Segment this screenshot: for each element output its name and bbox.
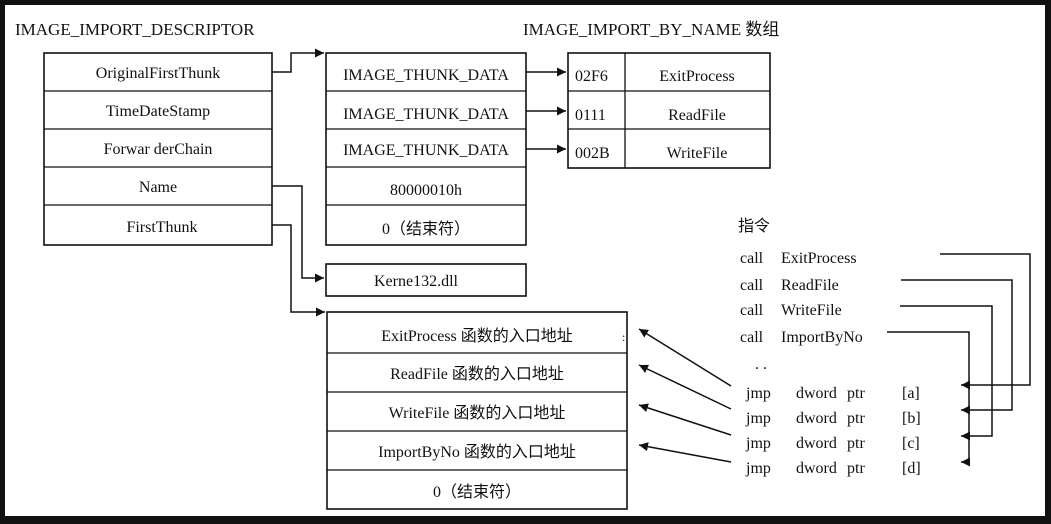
iat-entry: ExitProcess 函数的入口地址 bbox=[381, 327, 573, 345]
call-op: call bbox=[740, 329, 764, 346]
iat-entry: WriteFile 函数的入口地址 bbox=[389, 404, 566, 422]
thunk-cell: IMAGE_THUNK_DATA bbox=[343, 106, 509, 123]
ellipsis: . . bbox=[755, 356, 767, 373]
jmp-op: jmp bbox=[745, 460, 771, 477]
descriptor-table: OriginalFirstThunk TimeDateStamp Forwar … bbox=[43, 52, 273, 246]
iat-entry: ImportByNo 函数的入口地址 bbox=[378, 443, 576, 461]
field-name: Name bbox=[139, 179, 177, 196]
dll-name: Kerne132.dll bbox=[374, 273, 459, 290]
field-original-first-thunk: OriginalFirstThunk bbox=[96, 65, 220, 82]
call-op: call bbox=[740, 302, 764, 319]
jmp-op: jmp bbox=[745, 435, 771, 452]
arrow-name-to-dll bbox=[272, 185, 324, 283]
call-target: ImportByNo bbox=[781, 329, 863, 346]
arrow-jmp-to-iat bbox=[638, 364, 732, 410]
instructions-title: 指令 bbox=[738, 217, 770, 235]
jmp-ref: [c] bbox=[902, 435, 920, 452]
instructions: 指令 call ExitProcess call ReadFile call W… bbox=[738, 217, 921, 477]
jmp-ptr: ptr bbox=[847, 460, 865, 477]
thunk-cell: IMAGE_THUNK_DATA bbox=[343, 67, 509, 84]
thunk-terminator-cell: 0（结束符） bbox=[382, 220, 470, 238]
jmp-ref: [a] bbox=[902, 385, 920, 402]
call-target: ExitProcess bbox=[781, 250, 857, 267]
call-target: WriteFile bbox=[781, 302, 842, 319]
jmp-size: dword bbox=[796, 435, 837, 452]
arrow-original-first-thunk bbox=[272, 48, 324, 73]
import-table-diagram: IMAGE_IMPORT_DESCRIPTOR OriginalFirstThu… bbox=[15, 20, 1031, 510]
arrow-first-thunk-to-iat bbox=[272, 224, 325, 317]
import-name: ReadFile bbox=[668, 107, 726, 124]
iat-edge-mark: : bbox=[622, 330, 625, 344]
thunk-cell: IMAGE_THUNK_DATA bbox=[343, 142, 509, 159]
by-name-title: IMAGE_IMPORT_BY_NAME 数组 bbox=[523, 20, 779, 39]
jmp-ref: [d] bbox=[902, 460, 921, 477]
jmp-size: dword bbox=[796, 410, 837, 427]
dll-name-box: Kerne132.dll bbox=[325, 263, 527, 297]
by-name-box bbox=[567, 52, 771, 169]
iat-terminator: 0（结束符） bbox=[433, 483, 521, 501]
arrow-jmp-to-iat bbox=[638, 328, 732, 387]
arrow-jmp-to-iat bbox=[638, 403, 732, 436]
field-time-date-stamp: TimeDateStamp bbox=[106, 103, 210, 120]
hint-value: 0111 bbox=[575, 107, 606, 124]
diagram-frame: IMAGE_IMPORT_DESCRIPTOR OriginalFirstThu… bbox=[5, 5, 1045, 516]
jmp-op: jmp bbox=[745, 385, 771, 402]
arrow-call-to-jmp bbox=[940, 253, 1031, 390]
by-name-table: 02F6 ExitProcess 0111 ReadFile 002B Writ… bbox=[567, 52, 771, 169]
jmp-size: dword bbox=[796, 460, 837, 477]
field-first-thunk: FirstThunk bbox=[126, 219, 197, 236]
arrow-call-to-jmp bbox=[901, 279, 1013, 415]
iat-entry: ReadFile 函数的入口地址 bbox=[390, 365, 564, 383]
arrow-jmp-to-iat bbox=[638, 442, 732, 463]
thunk-ordinal-cell: 80000010h bbox=[390, 182, 462, 199]
jmp-ptr: ptr bbox=[847, 385, 865, 402]
field-forwarder-chain: Forwar derChain bbox=[104, 141, 213, 158]
connectors bbox=[272, 48, 1031, 467]
jmp-op: jmp bbox=[745, 410, 771, 427]
jmp-ptr: ptr bbox=[847, 435, 865, 452]
jmp-ref: [b] bbox=[902, 410, 921, 427]
arrow-call-to-jmp bbox=[887, 331, 970, 467]
arrow-call-to-jmp bbox=[900, 305, 993, 441]
import-name: WriteFile bbox=[667, 145, 728, 162]
descriptor-box bbox=[43, 52, 273, 246]
call-target: ReadFile bbox=[781, 277, 839, 294]
import-name: ExitProcess bbox=[659, 68, 735, 85]
hint-value: 002B bbox=[575, 145, 610, 162]
call-op: call bbox=[740, 277, 764, 294]
descriptor-title: IMAGE_IMPORT_DESCRIPTOR bbox=[15, 20, 255, 39]
iat-table: ExitProcess 函数的入口地址 ReadFile 函数的入口地址 Wri… bbox=[326, 311, 628, 510]
thunk-data-box bbox=[325, 52, 527, 246]
hint-value: 02F6 bbox=[575, 68, 608, 85]
call-op: call bbox=[740, 250, 764, 267]
iat-box bbox=[326, 311, 628, 510]
jmp-size: dword bbox=[796, 385, 837, 402]
jmp-ptr: ptr bbox=[847, 410, 865, 427]
thunk-data-table: IMAGE_THUNK_DATA IMAGE_THUNK_DATA IMAGE_… bbox=[325, 52, 527, 246]
